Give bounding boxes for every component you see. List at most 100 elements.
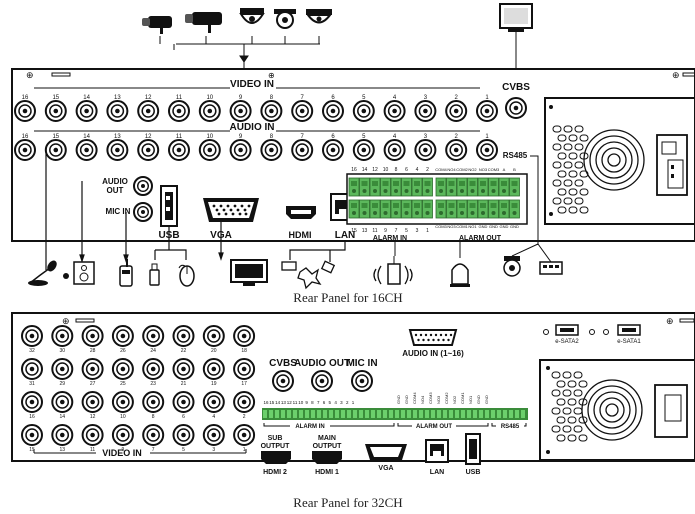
alarm-in-terminal[interactable] — [422, 199, 433, 219]
video-in-port[interactable] — [445, 100, 468, 122]
alarm-in-terminal[interactable] — [411, 177, 423, 197]
audio-in-port[interactable] — [168, 139, 190, 161]
alarm-in-terminal[interactable] — [411, 199, 423, 219]
video-in-32-port[interactable] — [81, 325, 104, 347]
alarm-in-terminal[interactable] — [359, 177, 370, 197]
video-in-32-port[interactable] — [233, 358, 256, 380]
alarm-out-terminal[interactable] — [488, 199, 499, 219]
video-in-port[interactable] — [383, 100, 406, 122]
alarm-out-terminal[interactable] — [488, 177, 499, 197]
audio-in-port[interactable] — [106, 139, 129, 161]
video-in-32-port[interactable] — [111, 358, 134, 380]
audio-in-port[interactable] — [414, 139, 437, 161]
video-in-32-port[interactable] — [142, 424, 165, 446]
audio-in-db15-port[interactable] — [408, 329, 458, 346]
alarm-in-terminal[interactable] — [380, 177, 391, 197]
alarm-out-terminal[interactable] — [498, 177, 510, 197]
video-in-32-port[interactable] — [51, 358, 74, 380]
alarm-in-terminal[interactable] — [348, 199, 360, 219]
alarm-in-terminal[interactable] — [380, 199, 391, 219]
alarm-in-terminal[interactable] — [390, 177, 402, 197]
video-in-32-port[interactable] — [51, 391, 74, 413]
mic-in-port[interactable] — [133, 202, 153, 222]
audio-in-port[interactable] — [75, 139, 98, 161]
audio-out-port[interactable] — [133, 176, 153, 196]
audio-in-port[interactable] — [198, 139, 221, 161]
video-in-32-port[interactable] — [233, 424, 256, 446]
audio-in-port[interactable] — [260, 139, 283, 161]
video-in-port[interactable] — [322, 100, 344, 122]
video-in-32-port[interactable] — [202, 391, 225, 413]
audio-in-port[interactable] — [352, 139, 375, 161]
alarm-out-terminal[interactable] — [509, 199, 520, 219]
video-in-port[interactable] — [260, 100, 283, 122]
alarm-out-terminal[interactable] — [435, 177, 447, 197]
video-in-32-port[interactable] — [202, 325, 225, 347]
audio-in-port[interactable] — [476, 139, 498, 161]
video-in-32-port[interactable] — [233, 325, 256, 347]
video-in-port[interactable] — [476, 100, 498, 122]
alarm-in-terminal[interactable] — [369, 199, 381, 219]
video-in-port[interactable] — [14, 100, 36, 122]
video-in-port[interactable] — [106, 100, 129, 122]
video-in-32-port[interactable] — [142, 325, 165, 347]
video-in-32-port[interactable] — [172, 325, 195, 347]
alarm-in-terminal[interactable] — [422, 177, 433, 197]
video-in-32-port[interactable] — [172, 391, 195, 413]
video-in-32-port[interactable] — [21, 325, 43, 347]
alarm-in-terminal[interactable] — [359, 199, 370, 219]
hdmi-port[interactable] — [286, 206, 316, 219]
alarm-out-terminal[interactable] — [456, 177, 468, 197]
alarm-out-terminal[interactable] — [477, 177, 489, 197]
video-in-32-port[interactable] — [21, 391, 43, 413]
alarm-in-terminal[interactable] — [369, 177, 381, 197]
alarm-out-terminal[interactable] — [477, 199, 489, 219]
lan-32-port[interactable] — [425, 439, 449, 463]
video-in-32-port[interactable] — [142, 358, 165, 380]
video-in-32-port[interactable] — [21, 424, 43, 446]
alarm-in-terminal[interactable] — [401, 199, 412, 219]
audio-in-port[interactable] — [44, 139, 67, 161]
video-in-32-port[interactable] — [81, 424, 104, 446]
mic-in-32-port[interactable] — [351, 370, 373, 392]
audio-in-port[interactable] — [383, 139, 406, 161]
hdmi2-port[interactable] — [261, 451, 291, 464]
audio-out-32-port[interactable] — [311, 370, 333, 392]
audio-in-port[interactable] — [445, 139, 468, 161]
video-in-port[interactable] — [44, 100, 67, 122]
video-in-port[interactable] — [198, 100, 221, 122]
video-in-32-port[interactable] — [111, 325, 134, 347]
alarm-out-terminal[interactable] — [446, 199, 457, 219]
audio-in-port[interactable] — [291, 139, 314, 161]
video-in-32-port[interactable] — [111, 424, 134, 446]
audio-in-port[interactable] — [137, 139, 160, 161]
esata2-port[interactable] — [555, 324, 579, 336]
video-in-32-port[interactable] — [202, 358, 225, 380]
alarm-out-terminal[interactable] — [435, 199, 447, 219]
video-in-32-port[interactable] — [142, 391, 165, 413]
cvbs-port[interactable] — [505, 97, 527, 119]
video-in-port[interactable] — [137, 100, 160, 122]
video-in-32-port[interactable] — [202, 424, 225, 446]
alarm-in-terminal[interactable] — [348, 177, 360, 197]
usb-32-port[interactable] — [465, 433, 481, 465]
cvbs-32-port[interactable] — [272, 370, 294, 392]
alarm-out-terminal[interactable] — [498, 199, 510, 219]
video-in-port[interactable] — [414, 100, 437, 122]
video-in-32-port[interactable] — [81, 391, 104, 413]
alarm-out-terminal[interactable] — [446, 177, 457, 197]
video-in-32-port[interactable] — [81, 358, 104, 380]
audio-in-port[interactable] — [322, 139, 344, 161]
video-in-32-port[interactable] — [172, 424, 195, 446]
video-in-port[interactable] — [291, 100, 314, 122]
video-in-port[interactable] — [168, 100, 190, 122]
alarm-in-terminal[interactable] — [390, 199, 402, 219]
video-in-port[interactable] — [352, 100, 375, 122]
vga-32-port[interactable] — [365, 444, 407, 460]
video-in-32-port[interactable] — [51, 424, 74, 446]
usb-port[interactable] — [160, 185, 178, 227]
video-in-port[interactable] — [75, 100, 98, 122]
alarm-out-terminal[interactable] — [467, 177, 478, 197]
video-in-32-port[interactable] — [172, 358, 195, 380]
video-in-32-port[interactable] — [51, 325, 74, 347]
